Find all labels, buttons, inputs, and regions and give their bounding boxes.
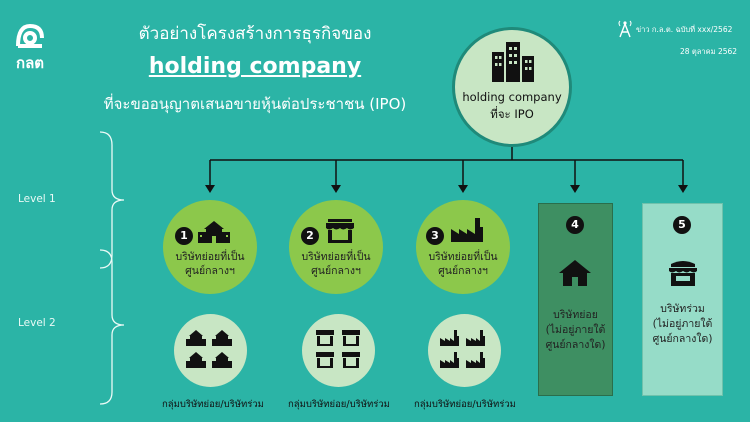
- holding-company-node: holding company ที่จะ IPO: [452, 27, 572, 147]
- subsidiary-4-line1: บริษัทย่อย: [553, 309, 598, 321]
- group-node-1: [174, 314, 247, 387]
- shop-group-icon: [316, 330, 360, 368]
- level-1-label: Level 1: [18, 193, 56, 205]
- sec-logo: กลต: [8, 20, 52, 72]
- subsidiary-2-line1: บริษัทย่อยที่เป็น: [301, 251, 371, 263]
- holding-company-sublabel: ที่จะ IPO: [490, 107, 534, 121]
- sec-logo-icon: [16, 23, 44, 48]
- group-label-1: กลุ่มบริษัทย่อย/บริษัทร่วม: [162, 399, 264, 410]
- broadcast-tower-icon: [618, 20, 632, 38]
- school-icon: [198, 221, 230, 243]
- school-group-icon: [186, 330, 232, 368]
- associate-5-line3: ศูนย์กลางใด): [652, 333, 713, 345]
- logo-text: กลต: [15, 54, 44, 72]
- subsidiary-box-4: 4 บริษัทย่อย (ไม่อยู่ภายใต้ ศูนย์กลางใด): [538, 203, 613, 396]
- subsidiary-3-line1: บริษัทย่อยที่เป็น: [428, 251, 498, 263]
- associate-5-line2: (ไม่อยู่ภายใต้: [652, 318, 713, 330]
- number-badge-2: 2: [301, 227, 319, 245]
- subsidiary-node-1: 1 บริษัทย่อยที่เป็น ศูนย์กลางฯ: [163, 200, 257, 294]
- subsidiary-1-line2: ศูนย์กลางฯ: [185, 265, 235, 277]
- building-icon: [492, 42, 534, 82]
- subsidiary-node-3: 3 บริษัทย่อยที่เป็น ศูนย์กลางฯ: [416, 200, 510, 294]
- stall-icon: [669, 261, 697, 286]
- group-label-2: กลุ่มบริษัทย่อย/บริษัทร่วม: [288, 399, 390, 410]
- factory-group-icon: [440, 330, 485, 368]
- level-2-label: Level 2: [18, 317, 56, 329]
- associate-5-line1: บริษัทร่วม: [660, 303, 705, 315]
- group-node-2: [302, 314, 375, 387]
- subsidiary-1-line1: บริษัทย่อยที่เป็น: [175, 251, 245, 263]
- subsidiary-node-2: 2 บริษัทย่อยที่เป็น ศูนย์กลางฯ: [289, 200, 383, 294]
- subsidiary-4-line2: (ไม่อยู่ภายใต้: [545, 324, 606, 336]
- title-line-2: holding company: [148, 54, 362, 79]
- associate-box-5: 5 บริษัทร่วม (ไม่อยู่ภายใต้ ศูนย์กลางใด): [642, 203, 723, 396]
- subsidiary-4-line3: ศูนย์กลางใด): [545, 339, 606, 351]
- shop-icon: [326, 219, 354, 243]
- title-line-1: ตัวอย่างโครงสร้างการธุรกิจของ: [138, 24, 372, 44]
- title-line-3: ที่จะขออนุญาตเสนอขายหุ้นต่อประชาชน (IPO): [103, 95, 407, 113]
- number-badge-1: 1: [175, 227, 193, 245]
- number-badge-4: 4: [566, 216, 584, 234]
- news-number: ข่าว ก.ล.ต. ฉบับที่ xxx/2562: [636, 25, 733, 34]
- group-node-3: [428, 314, 501, 387]
- number-badge-3: 3: [426, 227, 444, 245]
- number-badge-5: 5: [673, 216, 691, 234]
- subsidiary-3-line2: ศูนย์กลางฯ: [438, 265, 488, 277]
- group-label-3: กลุ่มบริษัทย่อย/บริษัทร่วม: [414, 399, 516, 410]
- factory-icon: [451, 218, 483, 242]
- holding-company-label: holding company: [462, 90, 562, 104]
- subsidiary-2-line2: ศูนย์กลางฯ: [311, 265, 361, 277]
- house-icon: [559, 260, 591, 286]
- news-date: 28 ตุลาคม 2562: [680, 47, 738, 56]
